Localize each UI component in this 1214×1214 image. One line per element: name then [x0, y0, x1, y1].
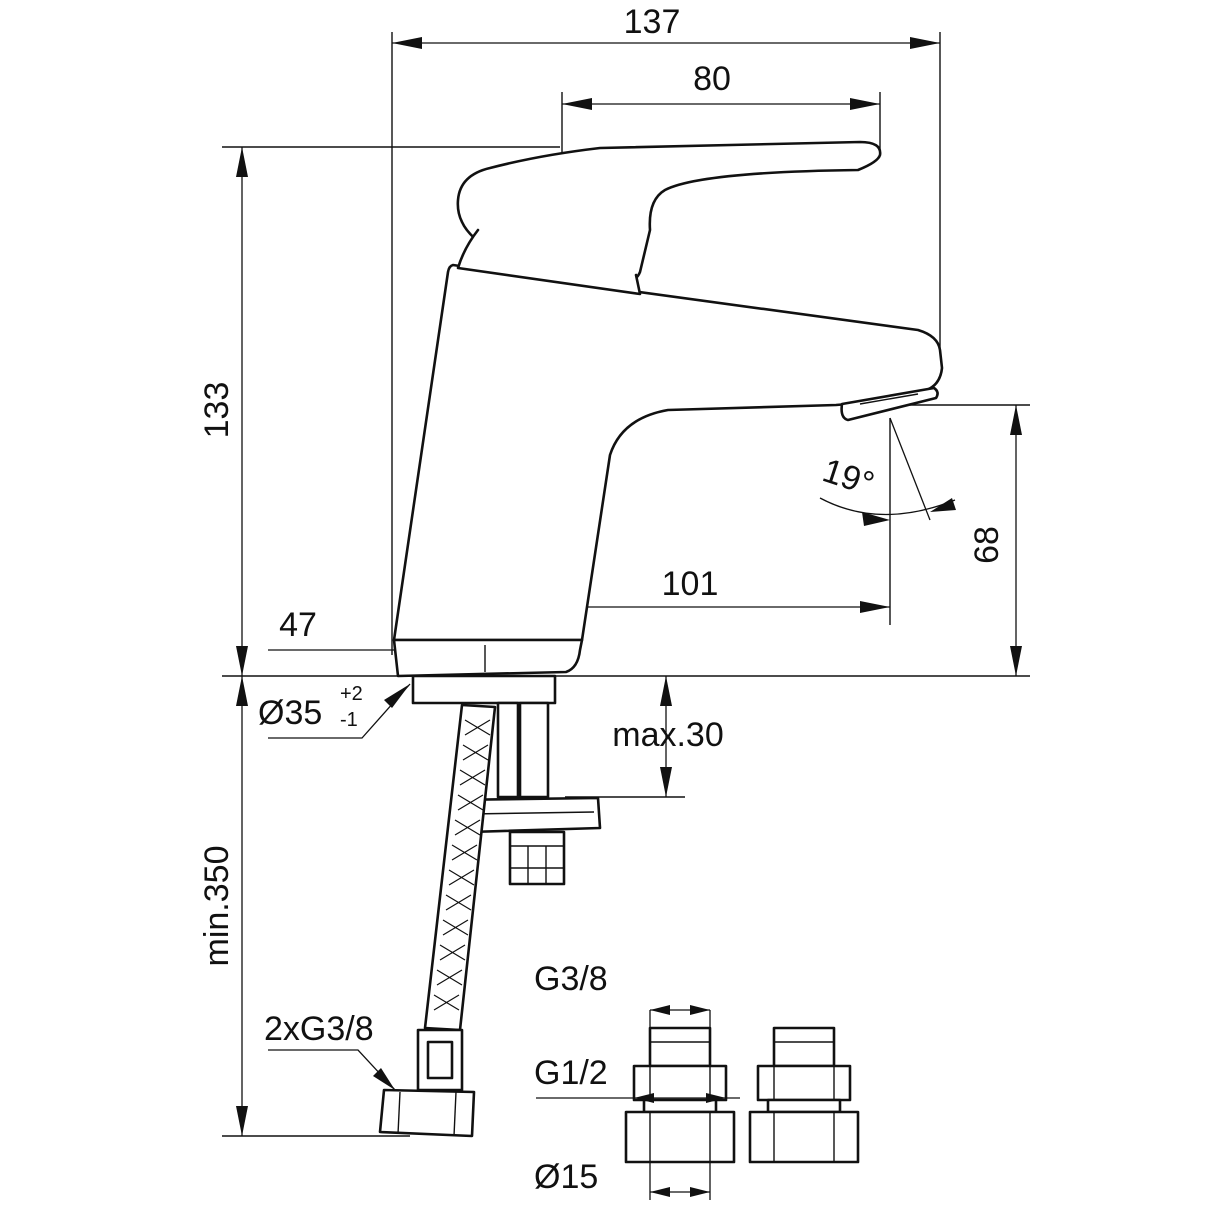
dimension-overall-width: [392, 37, 940, 49]
label-spout-reach: 101: [662, 565, 719, 603]
label-valve-thread-g38: G3/8: [534, 960, 608, 998]
leader-hole-diameter: [268, 683, 411, 739]
dimension-spray-angle: [819, 417, 956, 526]
dimension-labels: 137 80 133 68 101 47 19° Ø35 +2 -1 max.3…: [198, 3, 1006, 1196]
label-hose-length: min.350: [198, 846, 236, 967]
lever-handle: [456, 140, 882, 296]
threaded-rod: [496, 701, 550, 799]
label-hole-tolerance-plus: +2: [340, 683, 363, 705]
label-deck-thickness: max.30: [612, 716, 724, 754]
label-lever-length: 80: [693, 60, 731, 98]
dimension-lever-length: [562, 98, 880, 110]
hose-end-connector: [378, 1028, 476, 1138]
leader-hose-connection: [268, 1049, 396, 1091]
dimension-deck-thickness: [660, 676, 672, 797]
label-valve-thread-g12: G1/2: [534, 1054, 608, 1092]
mounting-ring: [411, 674, 557, 705]
label-overall-width: 137: [624, 3, 681, 41]
dimension-hose-length: [236, 676, 248, 1136]
label-hole-tolerance-minus: -1: [340, 709, 358, 731]
flexible-hose: [423, 703, 497, 1032]
label-hole-diameter: Ø35: [258, 694, 322, 732]
label-spray-angle: 19°: [818, 452, 879, 504]
label-valve-pipe-diameter: Ø15: [534, 1158, 598, 1196]
label-hose-connection: 2xG3/8: [264, 1010, 374, 1048]
aerator: [840, 386, 939, 422]
faucet-body: [392, 263, 944, 678]
valve-dimension-lines: [536, 1005, 740, 1200]
dimension-overall-height: [236, 147, 248, 676]
label-spout-height: 68: [968, 526, 1006, 564]
label-overall-height: 133: [198, 382, 236, 439]
angle-valve-left: [624, 1026, 736, 1164]
label-offset: 47: [279, 606, 317, 644]
angle-valve-right: [748, 1026, 860, 1164]
fixing-nut: [508, 830, 566, 886]
dimension-spout-height: [1010, 405, 1022, 676]
